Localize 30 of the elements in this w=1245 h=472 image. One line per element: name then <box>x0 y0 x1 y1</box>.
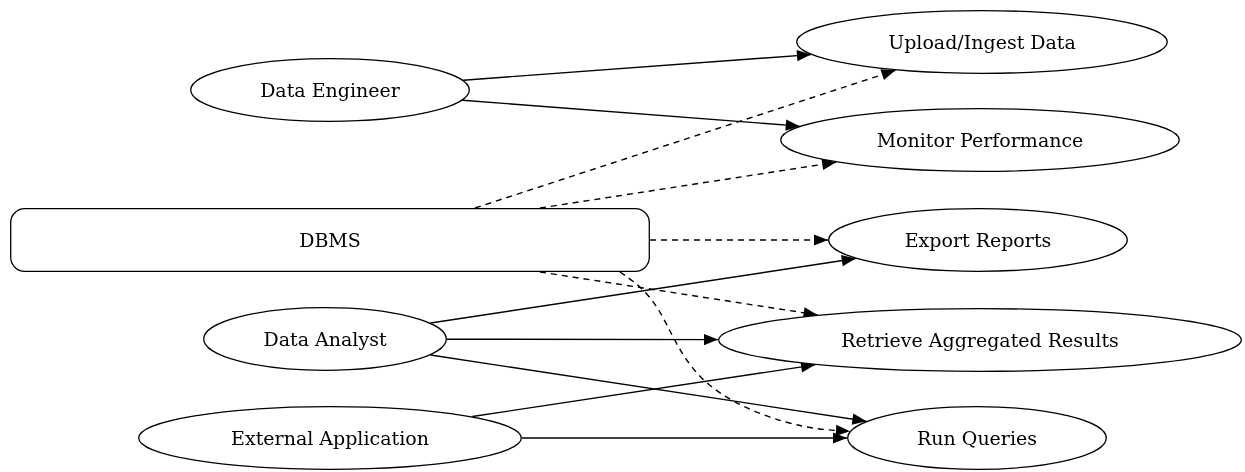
node-label: Monitor Performance <box>876 129 1084 151</box>
use-case-ellipse <box>190 58 470 122</box>
node-label: Retrieve Aggregated Results <box>841 329 1119 351</box>
use-case-ellipse <box>203 307 447 371</box>
node-label: Data Analyst <box>263 328 387 350</box>
node-label: DBMS <box>299 229 361 251</box>
arrow <box>539 271 819 319</box>
use-case-ellipse <box>780 108 1180 172</box>
arrow <box>462 50 812 81</box>
arrow <box>446 334 719 346</box>
use-case-ellipse <box>796 10 1168 74</box>
node-label: Run Queries <box>917 427 1037 449</box>
arrow <box>539 158 837 209</box>
node-label: Upload/Ingest Data <box>888 31 1076 53</box>
arrow <box>471 361 816 418</box>
node-label: Data Engineer <box>260 79 400 101</box>
arrow <box>619 271 851 437</box>
arrow <box>429 354 868 425</box>
use-case-ellipse <box>718 308 1242 372</box>
arrow <box>462 99 801 131</box>
arrow <box>429 255 857 324</box>
arrow <box>649 234 829 246</box>
use-case-ellipse <box>847 406 1107 470</box>
arrow <box>521 432 848 444</box>
node-label: Export Reports <box>904 229 1052 251</box>
node-label: External Application <box>231 427 429 449</box>
use-case-ellipse <box>828 208 1128 272</box>
arrow <box>474 69 897 209</box>
use-case-ellipse <box>138 406 522 470</box>
system-box <box>10 208 650 272</box>
